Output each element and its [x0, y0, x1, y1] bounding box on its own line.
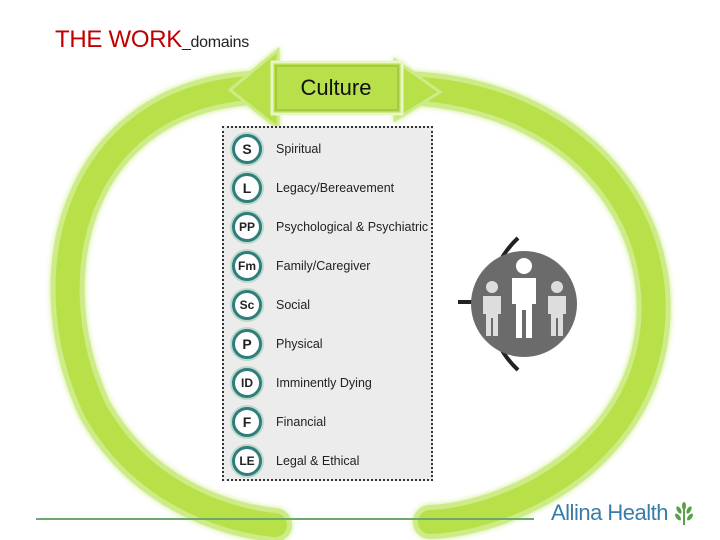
title-main: THE WORK [55, 26, 182, 53]
domain-label: Legal & Ethical [276, 454, 360, 468]
domain-row-family: Fm Family/Caregiver [224, 247, 435, 285]
domain-badge: Sc [232, 290, 262, 320]
title-sub: _domains [181, 34, 249, 51]
domain-label: Financial [276, 415, 327, 429]
footer-divider [36, 518, 534, 520]
domain-label: Family/Caregiver [276, 259, 371, 273]
logo-text: Allina Health [551, 500, 669, 525]
domain-label: Spiritual [276, 142, 322, 156]
domains-panel: S Spiritual L Legacy/Bereavement PP Psyc… [222, 126, 433, 481]
domain-badge: L [232, 173, 262, 203]
domain-label: Psychological & Psychiatric [276, 220, 429, 234]
domain-row-financial: F Financial [224, 403, 435, 441]
domain-row-legal: LE Legal & Ethical [224, 442, 435, 480]
culture-label: Culture [300, 75, 372, 100]
domain-badge: P [232, 329, 262, 359]
domain-badge: F [232, 407, 262, 437]
domain-badge: LE [232, 446, 262, 476]
domain-label: Physical [276, 337, 323, 351]
domain-row-physical: P Physical [224, 325, 435, 363]
domain-row-psychological: PP Psychological & Psychiatric [224, 208, 435, 246]
domain-row-legacy: L Legacy/Bereavement [224, 169, 435, 207]
domain-label: Legacy/Bereavement [276, 181, 395, 195]
domain-badge: PP [232, 212, 262, 242]
wheat-icon [675, 502, 694, 525]
domain-row-imminently-dying: ID Imminently Dying [224, 364, 435, 402]
domain-row-social: Sc Social [224, 286, 435, 324]
domain-badge: ID [232, 368, 262, 398]
culture-banner [270, 60, 404, 116]
domain-badge: S [232, 134, 262, 164]
domain-label: Imminently Dying [276, 376, 372, 390]
domain-label: Social [276, 298, 311, 312]
domain-row-spiritual: S Spiritual [224, 130, 435, 168]
domain-badge: Fm [232, 251, 262, 281]
page-title: THE WORK_domains [55, 26, 249, 54]
allina-health-logo: Allina Health [551, 498, 696, 528]
people-group-icon [458, 236, 577, 372]
